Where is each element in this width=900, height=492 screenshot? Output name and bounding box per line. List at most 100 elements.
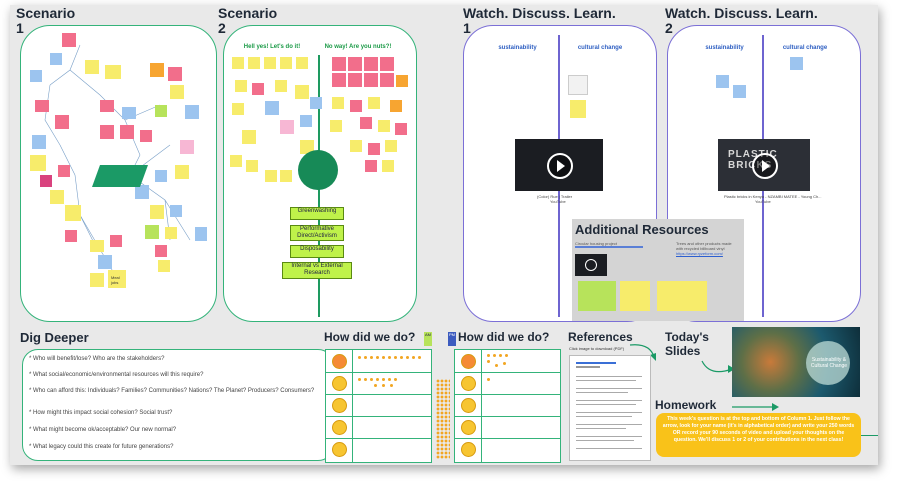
wdl-2-video-thumbnail[interactable]: PLASTIC BRICKS [718, 139, 810, 191]
sticky-note[interactable] [368, 143, 380, 155]
sticky-note[interactable] [32, 135, 46, 149]
sticky-note[interactable] [310, 97, 322, 109]
sticky-note[interactable] [155, 245, 167, 257]
sticky-note[interactable] [155, 105, 167, 117]
scenario-2-center-circle[interactable] [298, 150, 338, 190]
sticky-note[interactable] [385, 140, 397, 152]
sticky-note[interactable] [295, 85, 309, 99]
sticky-note[interactable] [232, 103, 244, 115]
sticky-note[interactable] [180, 140, 194, 154]
sticky-note[interactable]: Meal jobs [108, 270, 126, 288]
play-icon[interactable] [752, 153, 778, 179]
sticky-note[interactable] [296, 57, 308, 69]
sticky-note[interactable] [578, 281, 616, 311]
sticky-note[interactable] [65, 205, 81, 221]
todays-slides-thumbnail[interactable]: Sustainability & Cultural Change [732, 327, 860, 397]
sticky-note[interactable] [716, 75, 729, 88]
sticky-note[interactable] [265, 101, 279, 115]
sticky-note[interactable] [395, 123, 407, 135]
resource-video-thumbnail[interactable] [575, 254, 607, 276]
sticky-note[interactable] [90, 273, 104, 287]
rating-table-am[interactable] [325, 349, 432, 463]
resource-link-right[interactable]: https://www.ryzeform.com/ [676, 251, 723, 256]
sticky-note[interactable] [140, 130, 152, 142]
references-document-preview[interactable] [569, 355, 651, 461]
sticky-note[interactable] [100, 125, 114, 139]
play-icon[interactable] [585, 259, 597, 271]
sticky-note[interactable] [280, 57, 292, 69]
sticky-note[interactable] [150, 63, 164, 77]
sticky-note[interactable] [332, 57, 346, 71]
sticky-note[interactable] [570, 100, 586, 118]
sticky-note[interactable] [350, 140, 362, 152]
sticky-note[interactable] [145, 225, 159, 239]
sticky-note[interactable] [168, 67, 182, 81]
sticky-note[interactable] [360, 117, 372, 129]
sticky-note[interactable] [396, 75, 408, 87]
sticky-note[interactable] [657, 281, 707, 311]
sticky-note[interactable] [252, 83, 264, 95]
sticky-note[interactable] [300, 115, 312, 127]
sticky-note[interactable] [175, 165, 189, 179]
sticky-note[interactable] [332, 97, 344, 109]
sticky-note[interactable] [330, 120, 342, 132]
sticky-note[interactable] [35, 100, 49, 112]
sticky-note[interactable] [62, 33, 76, 47]
sticky-note[interactable] [368, 97, 380, 109]
sticky-note[interactable] [248, 57, 260, 69]
sticky-note[interactable] [380, 57, 394, 71]
sticky-note[interactable] [568, 75, 588, 95]
sticky-note[interactable] [98, 255, 112, 269]
sticky-note[interactable] [378, 120, 390, 132]
sticky-note[interactable] [135, 185, 149, 199]
sticky-note[interactable] [275, 80, 287, 92]
additional-resources-panel[interactable]: Additional Resources Circular housing pr… [572, 219, 744, 321]
dig-deeper-box[interactable]: * Who will benefit/lose? Who are the sta… [22, 349, 334, 461]
sticky-note[interactable] [40, 175, 52, 187]
whiteboard-canvas[interactable]: Scenario 1 Meal jobs [10, 5, 878, 465]
sticky-note[interactable] [348, 73, 362, 87]
sticky-note[interactable] [230, 155, 242, 167]
sticky-note[interactable] [100, 100, 114, 112]
concept-box-disposability[interactable]: Disposability [290, 245, 344, 258]
sticky-note[interactable] [380, 73, 394, 87]
sticky-note[interactable] [158, 260, 170, 272]
sticky-note[interactable] [264, 57, 276, 69]
sticky-note[interactable] [195, 227, 207, 241]
sticky-note[interactable] [364, 57, 378, 71]
sticky-note[interactable] [733, 85, 746, 98]
sticky-note[interactable] [105, 65, 121, 79]
sticky-note[interactable] [185, 105, 199, 119]
sticky-note[interactable] [30, 70, 42, 82]
sticky-note[interactable] [620, 281, 650, 311]
sticky-note[interactable] [350, 100, 362, 112]
sticky-note[interactable] [65, 230, 77, 242]
sticky-note[interactable] [90, 240, 104, 252]
sticky-note[interactable] [55, 115, 69, 129]
concept-box-research[interactable]: Internal vs External Research [282, 262, 352, 279]
sticky-note[interactable] [790, 57, 803, 70]
sticky-note[interactable] [232, 57, 244, 69]
sticky-note[interactable] [332, 73, 346, 87]
sticky-note[interactable] [58, 165, 70, 177]
sticky-note[interactable] [246, 160, 258, 172]
sticky-note[interactable] [122, 107, 136, 119]
sticky-note[interactable] [235, 80, 247, 92]
sticky-note[interactable] [165, 227, 177, 239]
sticky-note[interactable] [280, 170, 292, 182]
resource-link-left[interactable] [575, 246, 643, 248]
sticky-note[interactable] [155, 170, 167, 182]
sticky-note[interactable] [265, 170, 277, 182]
sticky-note[interactable] [364, 73, 378, 87]
sticky-note[interactable] [382, 160, 394, 172]
sticky-note[interactable] [110, 235, 122, 247]
homework-box[interactable]: This week's question is at the top and b… [656, 413, 861, 457]
sticky-note[interactable] [50, 53, 62, 65]
sticky-note[interactable] [85, 60, 99, 74]
sticky-note[interactable] [170, 85, 184, 99]
sticky-note[interactable] [150, 205, 164, 219]
play-icon[interactable] [547, 153, 573, 179]
sticky-note[interactable] [120, 125, 134, 139]
concept-box-greenwashing[interactable]: Greenwashing [290, 207, 344, 220]
sticky-note[interactable] [30, 155, 46, 171]
